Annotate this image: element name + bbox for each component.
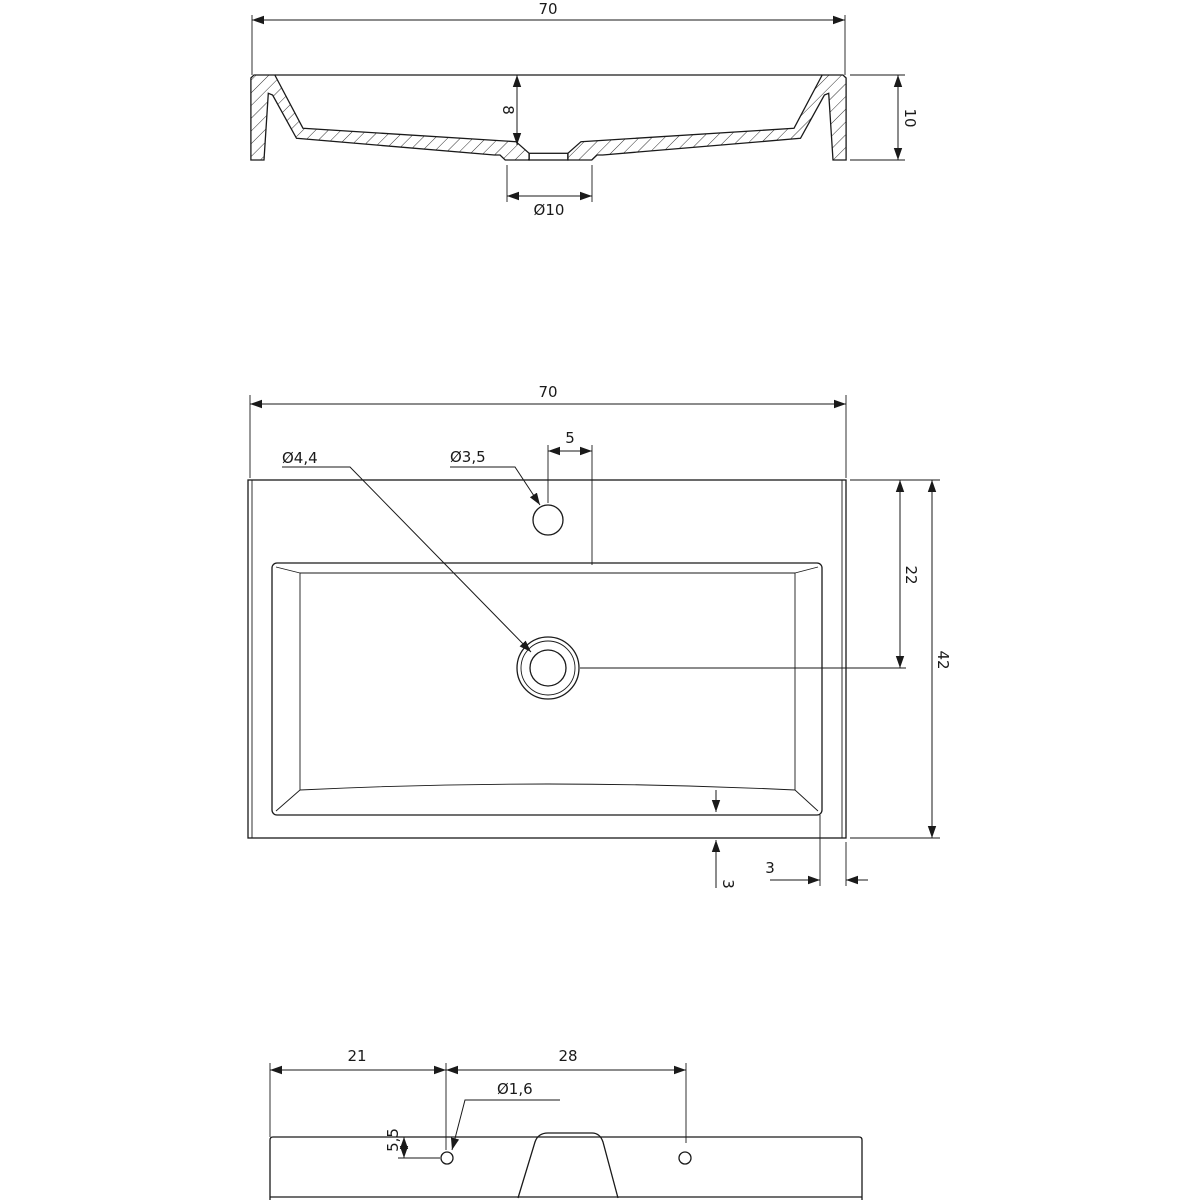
rim-side-dimension: 3 — [765, 859, 775, 877]
drain-outer — [516, 636, 580, 700]
height-dimension: 10 — [901, 108, 919, 127]
overflow-notch — [517, 1132, 619, 1199]
basin-outline — [247, 479, 847, 839]
hole-diameter: Ø1,6 — [497, 1080, 533, 1098]
chamfer-line — [275, 789, 301, 812]
section-right — [567, 74, 847, 161]
tap-offset: 5 — [565, 429, 575, 447]
hole-leader — [450, 1099, 560, 1151]
mounting-hole-left — [440, 1151, 454, 1165]
bowl-rim — [271, 562, 823, 816]
chamfer-line — [275, 566, 301, 574]
depth-dimension: 42 — [934, 650, 952, 669]
rim-front-dimension: 3 — [719, 879, 737, 889]
drain-leader — [282, 466, 532, 653]
hole-height: 5,5 — [384, 1128, 402, 1152]
chamfer-line — [794, 566, 819, 574]
left-offset: 21 — [347, 1047, 366, 1065]
drain-position: 22 — [902, 565, 920, 584]
width-dimension: 70 — [538, 383, 557, 401]
section-view: 70 8 10 Ø10 — [250, 0, 919, 219]
drain-opening — [528, 152, 569, 161]
drain-inner — [529, 649, 567, 687]
tap-hole-diameter: Ø3,5 — [450, 448, 486, 466]
hole-spacing: 28 — [558, 1047, 577, 1065]
tap-hole-leader — [450, 466, 541, 506]
plan-view: 70 Ø4,4 Ø3,5 5 22 42 3 — [247, 383, 952, 889]
chamfer-line — [794, 789, 819, 812]
mounting-hole-right — [678, 1151, 692, 1165]
back-outline — [269, 1136, 863, 1200]
drain-diameter: Ø4,4 — [282, 449, 318, 467]
drain-ring — [520, 640, 576, 696]
drain-diameter: Ø10 — [534, 201, 565, 219]
tap-hole — [532, 504, 564, 536]
back-view: 21 28 Ø1,6 5,5 — [269, 1047, 863, 1200]
depth-dimension: 8 — [499, 105, 517, 115]
bowl-floor — [299, 572, 796, 791]
section-left — [250, 74, 530, 161]
width-dimension: 70 — [538, 0, 557, 18]
